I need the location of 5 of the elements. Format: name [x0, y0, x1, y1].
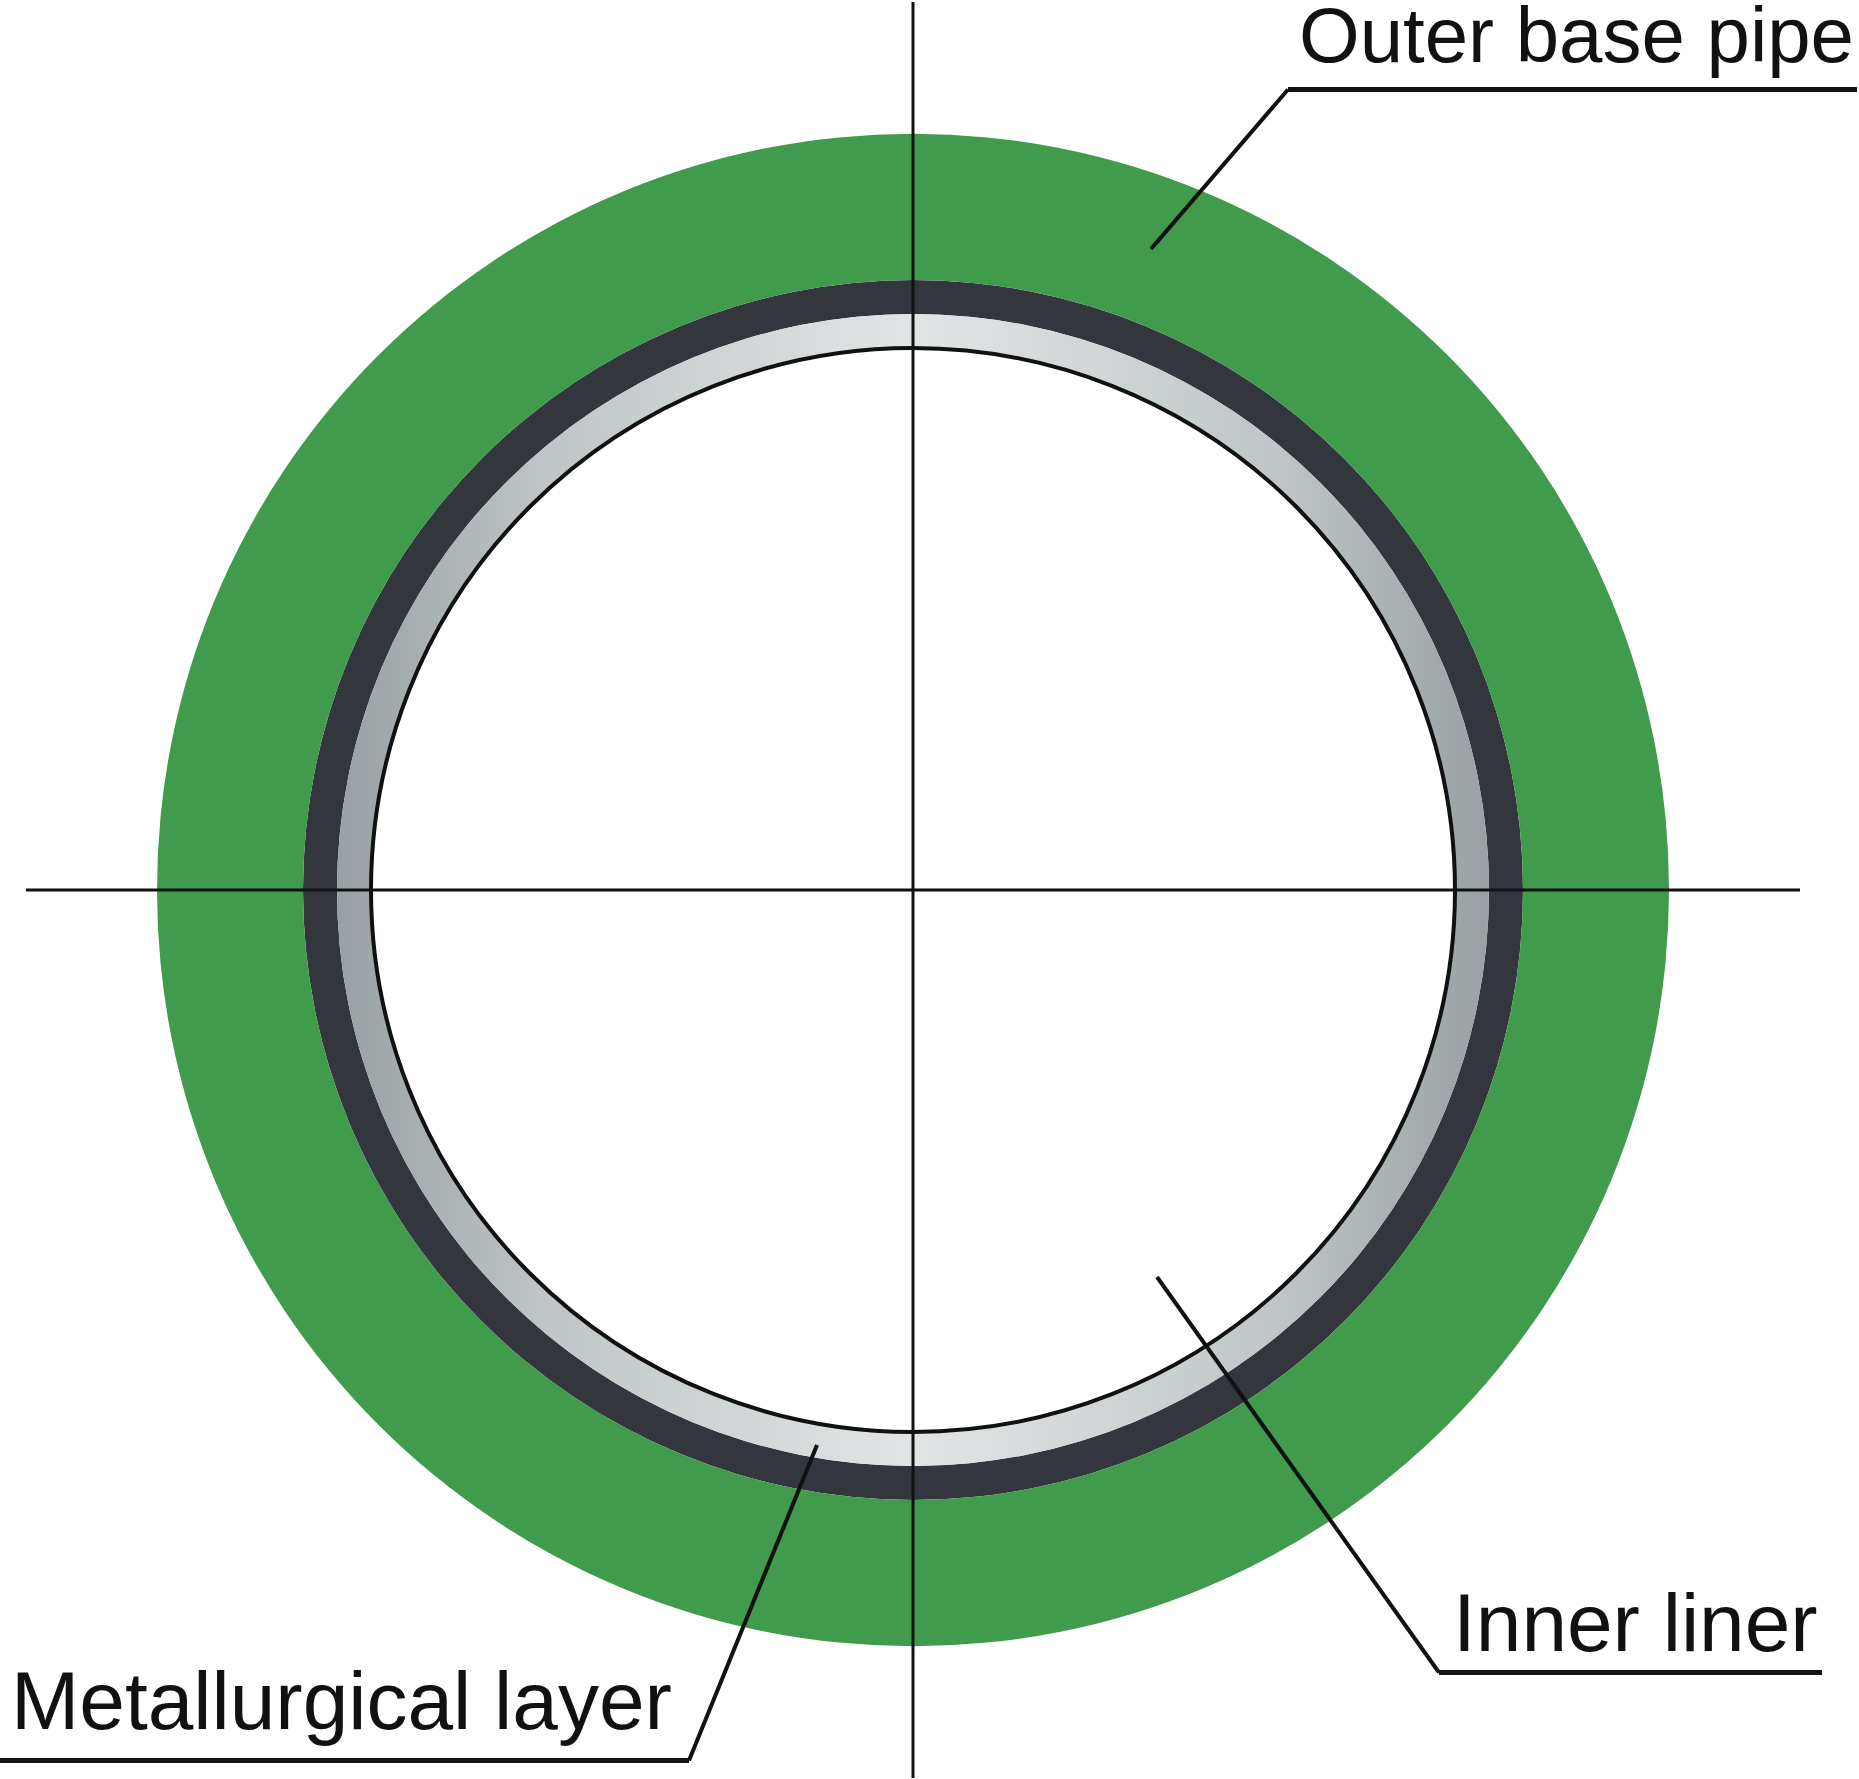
- leader-line: [1149, 88, 1290, 251]
- part-label: Metallurgical layer: [0, 1663, 689, 1763]
- part-label: Inner liner: [1439, 1585, 1822, 1675]
- leader-line: [1155, 1275, 1441, 1674]
- part-label: Outer base pipe: [1288, 1, 1857, 92]
